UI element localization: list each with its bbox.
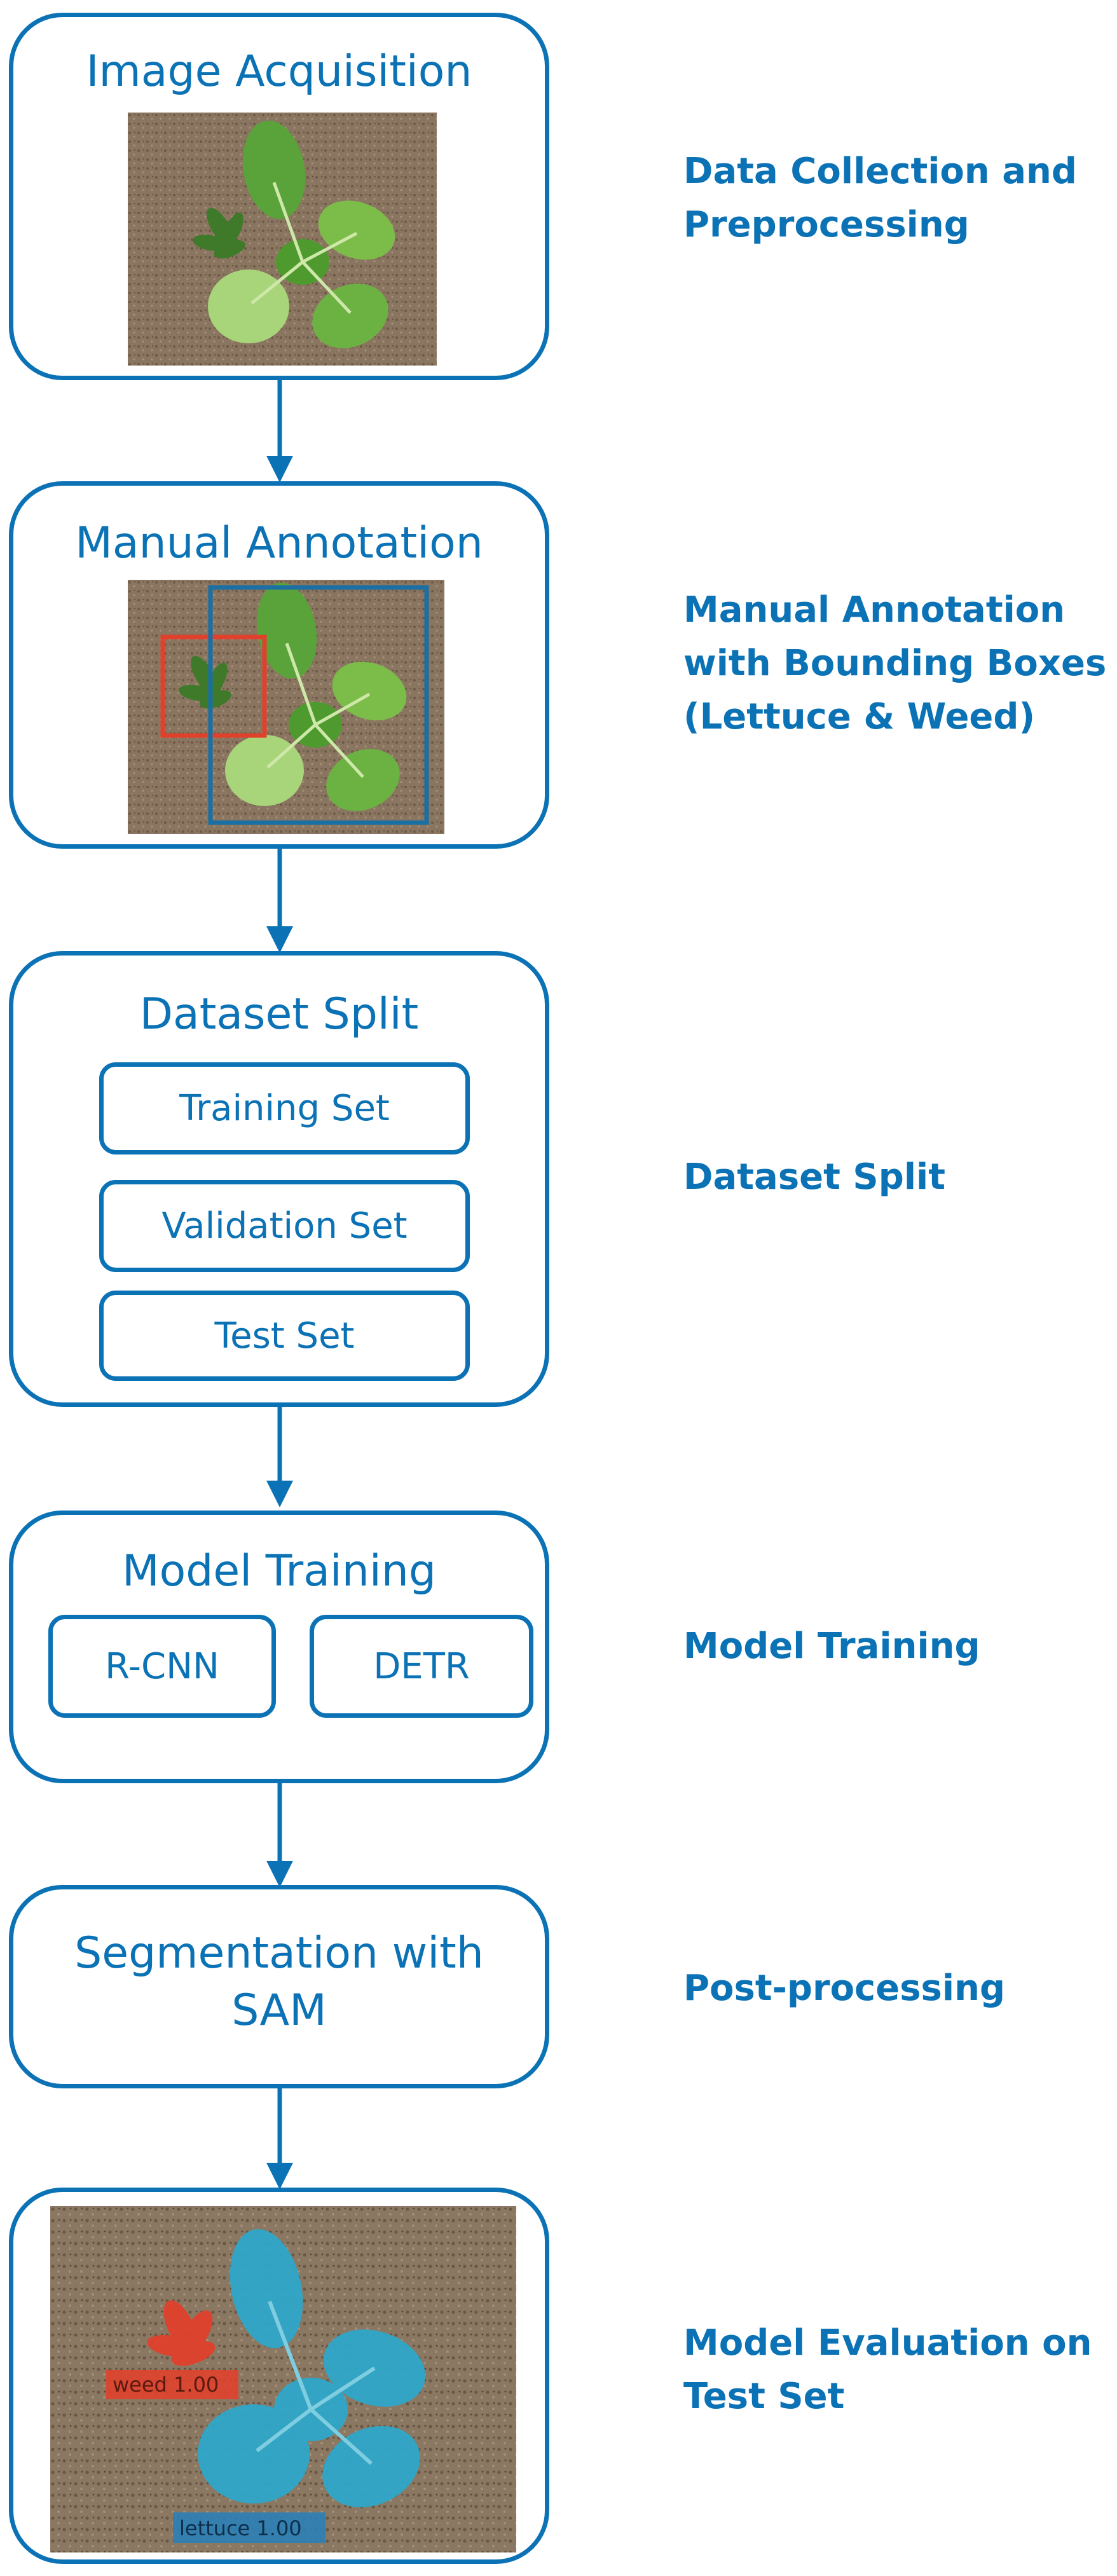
training-set-box: Training Set [99, 1062, 470, 1154]
stage-image-acquisition: Image Acquisition [9, 13, 549, 380]
test-set-box: Test Set [99, 1291, 470, 1381]
lettuce-bounding-box [208, 585, 429, 825]
stage-title-line1: Segmentation with [74, 1928, 484, 1978]
lettuce-seedling-photo [128, 113, 437, 366]
desc-dataset-split: Dataset Split [683, 1156, 945, 1198]
lettuce-label-box [173, 2512, 326, 2543]
stage-model-training: Model Training R-CNN DETR [9, 1511, 549, 1783]
weed-label-box [106, 2370, 238, 2399]
stage-title: Dataset Split [139, 989, 419, 1039]
stage-title: Manual Annotation [75, 518, 483, 568]
desc-data-collection: Data Collection and Preprocessing [683, 151, 1078, 245]
stage-manual-annotation: Manual Annotation [9, 481, 549, 849]
weed-label: weed 1.00 [113, 2373, 219, 2397]
segmentation-result-photo: weed 1.00 lettuce 1.00 [50, 2206, 516, 2552]
stage-segmentation-sam: Segmentation with SAM [9, 1885, 549, 2088]
rcnn-model-box: R-CNN [48, 1615, 276, 1718]
lettuce-label: lettuce 1.00 [179, 2516, 302, 2540]
detr-model-box: DETR [310, 1615, 533, 1718]
annotated-seedling-photo [128, 580, 444, 834]
stage-evaluation-result: weed 1.00 lettuce 1.00 [9, 2188, 549, 2564]
desc-manual-annotation: Manual Annotation with Bounding Boxes (L… [683, 589, 1107, 737]
desc-post-processing: Post-processing [683, 1968, 1006, 2009]
desc-model-training: Model Training [683, 1626, 980, 1667]
desc-model-evaluation: Model Evaluation on Test Set [683, 2322, 1092, 2417]
weed-bounding-box [160, 634, 267, 738]
stage-dataset-split: Dataset Split Training Set Validation Se… [9, 951, 549, 1407]
validation-set-box: Validation Set [99, 1180, 470, 1272]
stage-title: Model Training [121, 1546, 437, 1596]
stage-title-line2: SAM [231, 1985, 327, 2036]
stage-title: Image Acquisition [86, 46, 472, 97]
